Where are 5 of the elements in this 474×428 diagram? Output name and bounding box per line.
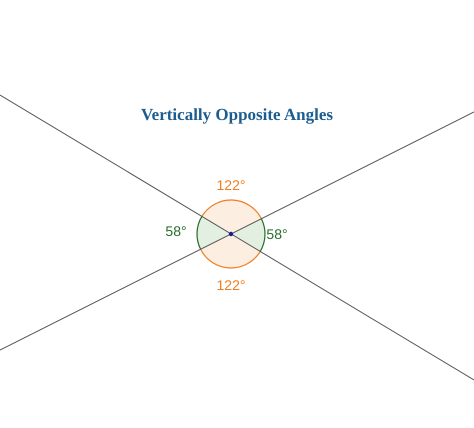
title: Vertically Opposite Angles bbox=[140, 105, 334, 125]
angle-label: 122° bbox=[216, 277, 246, 293]
angle-label: 58° bbox=[266, 226, 288, 242]
angle-label: 122° bbox=[216, 177, 246, 193]
angle-label: 58° bbox=[165, 223, 187, 239]
